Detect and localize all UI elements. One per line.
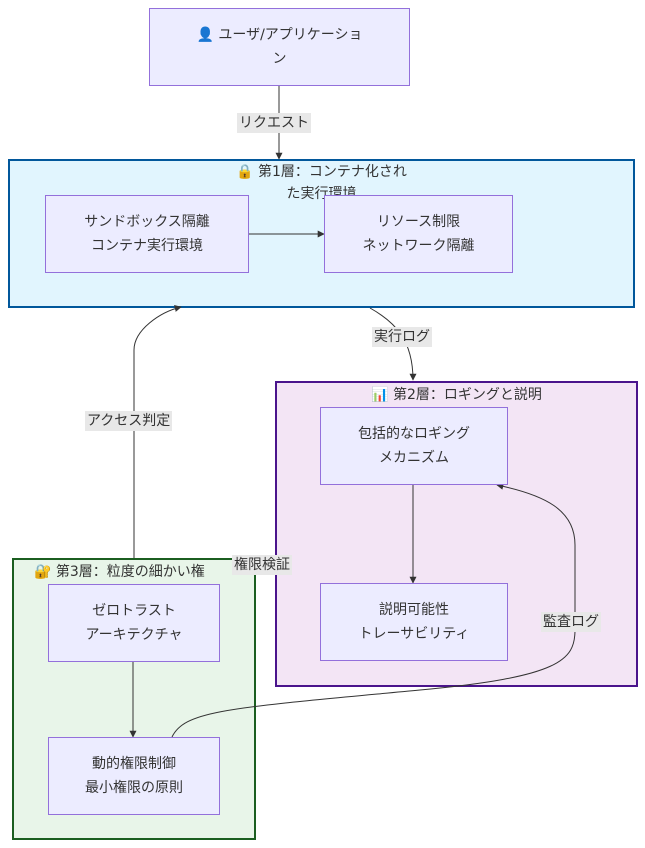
zerotrust-line1: ゼロトラスト <box>92 603 176 619</box>
zerotrust-node[interactable]: ゼロトラスト アーキテクチャ <box>48 584 220 662</box>
edge-label-permission-check: 権限検証 <box>232 555 292 575</box>
edge-access-decision <box>133 305 182 558</box>
dynamic-line2: 最小権限の原則 <box>85 780 183 796</box>
logging-line1: 包括的なロギング <box>358 426 470 442</box>
edge-audit-log <box>171 482 576 738</box>
logging-node[interactable]: 包括的なロギング メカニズム <box>320 407 508 485</box>
layer2-title: 📊 第2層：ロギングと説明 <box>277 385 636 405</box>
edge-label-request: リクエスト <box>237 113 311 133</box>
sandbox-line2: コンテナ実行環境 <box>91 238 203 254</box>
resource-line2: ネットワーク隔離 <box>362 238 475 254</box>
locked-key-icon: 🔐 <box>34 564 52 580</box>
user-node-text2: ン <box>272 51 287 67</box>
layer2-title-text: 第2層：ロギングと説明 <box>392 387 542 403</box>
edge-label-access-decision: アクセス判定 <box>85 411 173 431</box>
user-application-node[interactable]: 👤 ユーザ/アプリケーショ ン <box>149 8 410 86</box>
lock-icon: 🔒 <box>236 164 254 180</box>
resource-line1: リソース制限 <box>376 214 461 230</box>
layer3-title: 🔐 第3層：粒度の細かい権 <box>34 562 205 582</box>
person-icon: 👤 <box>196 27 214 43</box>
explain-line1: 説明可能性 <box>379 602 449 618</box>
explain-line2: トレーサビリティ <box>358 626 470 642</box>
sandbox-node[interactable]: サンドボックス隔離 コンテナ実行環境 <box>45 195 249 273</box>
dynamic-permission-node[interactable]: 動的権限制御 最小権限の原則 <box>48 737 220 815</box>
resource-limit-node[interactable]: リソース制限 ネットワーク隔離 <box>324 195 513 273</box>
sandbox-line1: サンドボックス隔離 <box>84 214 210 230</box>
zerotrust-line2: アーキテクチャ <box>85 627 183 643</box>
explainability-node[interactable]: 説明可能性 トレーサビリティ <box>320 583 508 661</box>
edge-label-exec-log: 実行ログ <box>372 327 432 347</box>
logging-line2: メカニズム <box>379 450 449 466</box>
chart-icon: 📊 <box>371 387 389 403</box>
layer3-title-text: 第3層：粒度の細かい権 <box>55 564 205 580</box>
layer1-title-line1: 第1層：コンテナ化され <box>257 164 407 180</box>
edge-label-audit-log: 監査ログ <box>541 612 601 632</box>
user-node-line1: 👤 ユーザ/アプリケーショ <box>196 23 362 47</box>
dynamic-line1: 動的権限制御 <box>92 756 176 772</box>
user-node-text1: ユーザ/アプリケーショ <box>218 27 363 43</box>
